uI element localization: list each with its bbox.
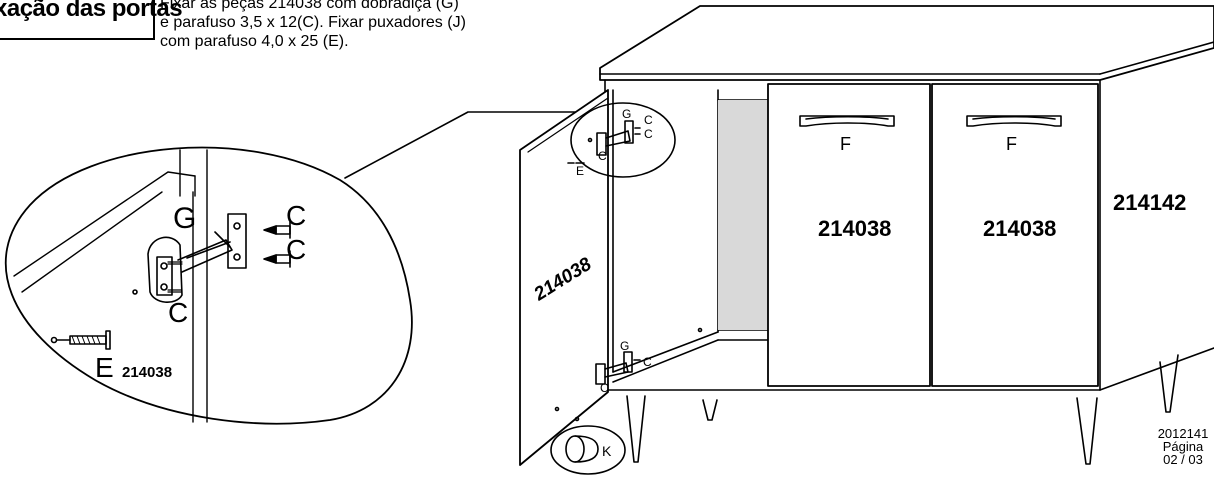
page-label: Página: [1162, 439, 1204, 454]
screw-label-c-mid-zoomed: C: [286, 234, 306, 265]
page-number: 02 / 03: [1163, 452, 1203, 467]
knob-k-callout: [550, 425, 626, 475]
part-number-zoomed: 214038: [122, 364, 172, 381]
handle-label-f-1: F: [840, 134, 851, 154]
screw-label-e-zoomed: E: [95, 352, 114, 383]
instruction-line-1: Fixar as peças 214038 com dobradiça (G): [160, 0, 459, 12]
door-center: [767, 83, 931, 387]
door-right: [931, 83, 1099, 387]
screw-label-c-bottom-zoomed: C: [168, 297, 188, 328]
zoom-panel-lines: [13, 149, 208, 423]
document-footer: 2012141 Página 02 / 03: [1150, 427, 1214, 466]
part-number-door-right: 214038: [983, 216, 1056, 241]
lower-hinge-label-c2: C: [600, 381, 609, 395]
hinge-label-g-zoomed: G: [173, 202, 196, 235]
screw-label-c-top-zoomed: C: [286, 200, 306, 231]
title-box: xação das portas: [0, 0, 183, 40]
upper-hinge-callout: [567, 102, 676, 178]
cabinet-legs: [626, 354, 1179, 465]
door-open: [519, 89, 703, 466]
upper-hinge-label-g: G: [622, 107, 631, 121]
page-title: xação das portas: [0, 0, 183, 22]
lower-hinge-label-g: G: [620, 339, 629, 353]
handle-f-1: [799, 115, 895, 127]
screw-e-zoomed: [50, 330, 111, 350]
screw-label-e-cabinet: E: [576, 164, 584, 178]
document-code: 2012141: [1157, 426, 1209, 441]
instruction-line-2: e parafuso 3,5 x 12(C). Fixar puxadores …: [160, 14, 466, 31]
hinge-zoomed: [132, 213, 247, 303]
upper-hinge-label-c1: C: [644, 113, 653, 127]
upper-hinge-label-c2: C: [644, 127, 653, 141]
knob-label-k: K: [602, 443, 612, 459]
handle-label-f-2: F: [1006, 134, 1017, 154]
part-number-door-center: 214038: [818, 216, 891, 241]
zoom-detail-ellipse: [4, 111, 576, 425]
handle-f-2: [966, 115, 1062, 127]
cabinet-interior-shade: [718, 100, 768, 330]
instruction-line-3: com parafuso 4,0 x 25 (E).: [160, 33, 349, 50]
upper-hinge-label-c3: C: [598, 149, 607, 163]
lower-hinge-label-c1: C: [643, 355, 652, 369]
lower-hinge: [574, 351, 641, 422]
instruction-text: Fixar as peças 214038 com dobradiça (G) …: [160, 0, 466, 51]
part-number-side-panel: 214142: [1113, 190, 1186, 215]
screw-c-zoomed: [263, 221, 291, 268]
